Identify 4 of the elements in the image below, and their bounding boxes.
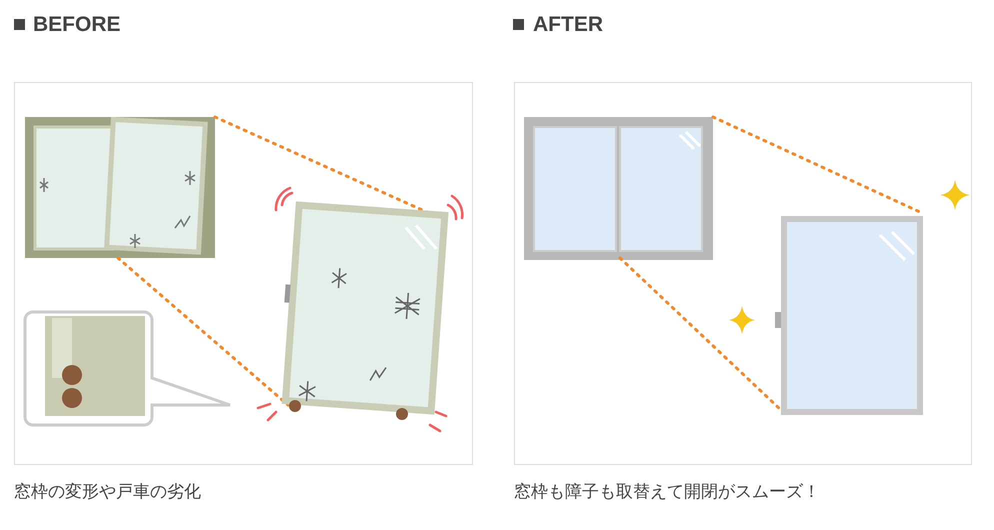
heading: BEFORE [33,12,121,38]
heading: AFTER [533,12,603,38]
caption: 窓枠の変形や戸車の劣化 [14,481,201,504]
caption: 窓枠も障子も取替えて開閉がスムーズ！ [514,481,820,504]
